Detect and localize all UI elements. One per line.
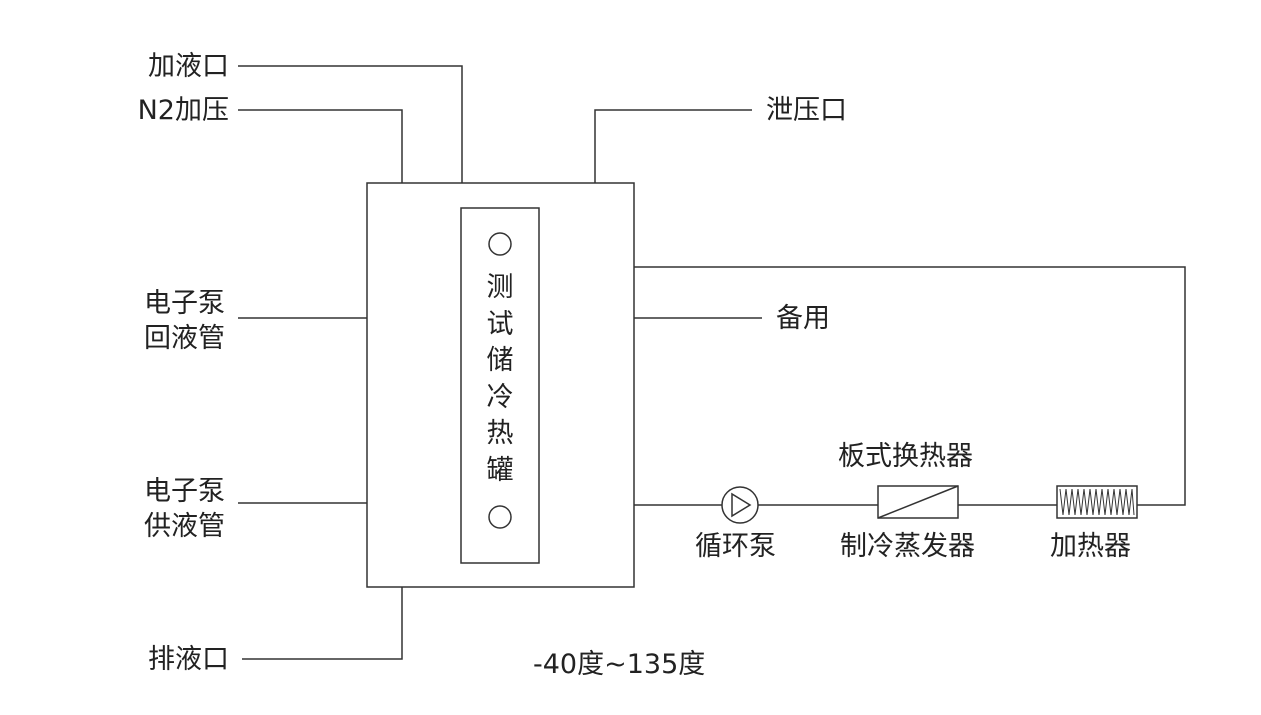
pump-triangle — [731, 492, 752, 518]
n2-pressure-label: N2加压 — [137, 95, 229, 126]
supply-pipe-label-line1: 电子泵 — [144, 476, 225, 507]
heater-coil — [1059, 488, 1135, 516]
return-pipe-label-line2: 回液管 — [144, 323, 225, 354]
supply-pipe-label-line2: 供液管 — [144, 511, 225, 542]
tank-label: 测 试 储 冷 热 罐 — [460, 270, 540, 489]
tank-label-char: 试 — [486, 308, 514, 340]
tank-label-char: 储 — [486, 345, 514, 376]
drain-port-line — [242, 587, 403, 660]
fill-port-line — [238, 65, 463, 183]
heat-exchanger-diagonal — [877, 485, 959, 519]
heat-exchanger-symbol — [877, 485, 959, 519]
panel-bottom-circle — [488, 505, 512, 529]
loop-top-line — [634, 266, 1186, 506]
tank-label-char: 冷 — [486, 381, 514, 413]
tank-label-char: 测 — [486, 272, 514, 303]
relief-port-line — [594, 109, 752, 183]
evaporator-label: 制冷蒸发器 — [840, 531, 975, 562]
fill-port-label: 加液口 — [148, 51, 229, 82]
tank-label-char: 热 — [486, 418, 514, 449]
test-tank-body — [366, 182, 635, 588]
supply-pipe-label: 电子泵 供液管 — [144, 474, 225, 544]
n2-pressure-line — [238, 109, 403, 183]
tank-label-char: 罐 — [486, 454, 514, 486]
spare-label: 备用 — [776, 303, 830, 334]
return-pipe-label: 电子泵 回液管 — [144, 286, 225, 356]
pump-label: 循环泵 — [695, 531, 776, 562]
tank-label-panel — [460, 207, 540, 564]
temperature-range-label: -40度~135度 — [533, 649, 706, 680]
relief-port-label: 泄压口 — [766, 95, 847, 126]
heater-label: 加热器 — [1050, 531, 1131, 562]
pump-symbol — [721, 486, 759, 524]
plate-hx-label: 板式换热器 — [838, 441, 973, 472]
return-pipe-label-line1: 电子泵 — [144, 288, 225, 319]
heater-symbol — [1056, 485, 1138, 519]
drain-port-label: 排液口 — [148, 644, 229, 675]
panel-top-circle — [488, 232, 512, 256]
